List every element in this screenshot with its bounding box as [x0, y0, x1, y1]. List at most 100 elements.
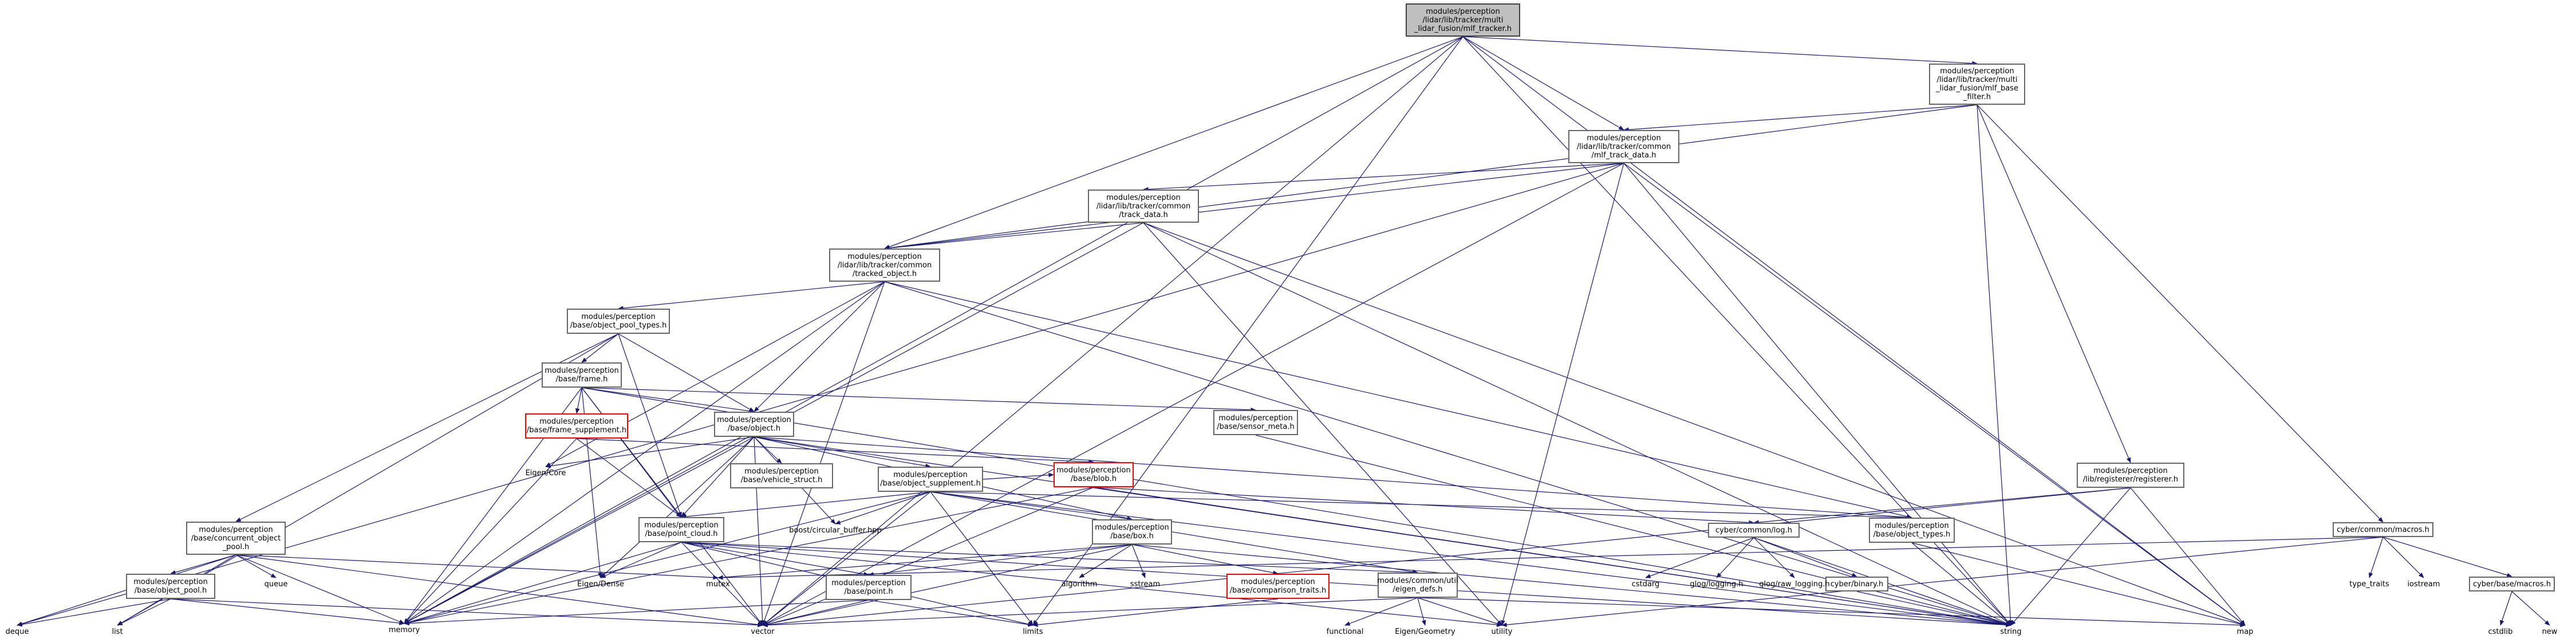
edge-object-to-point-cloud — [681, 436, 755, 518]
node-string: string — [2000, 627, 2022, 636]
node-macros[interactable]: cyber/common/macros.h — [2333, 522, 2433, 537]
edge-log-to-cstdarg — [1645, 537, 1754, 578]
edge-object-to-object-types — [754, 436, 1912, 520]
node-vector: vector — [751, 627, 775, 636]
edge-mlf-base-filter-to-macros — [1977, 104, 2384, 523]
node-object[interactable]: modules/perception /base/object.h — [714, 412, 794, 437]
edge-concurrent-object-pool-to-queue — [235, 554, 277, 578]
node-blob[interactable]: modules/perception /base/blob.h — [1054, 462, 1134, 487]
node-log[interactable]: cyber/common/log.h — [1708, 523, 1800, 538]
edge-mlf-track-data-to-track-data — [1143, 163, 1624, 192]
edge-log-to-glog-logging — [1716, 537, 1754, 578]
edge-object-types-to-string — [1911, 542, 2011, 626]
edge-object-supplement-to-string — [930, 491, 2011, 627]
edge-point-cloud-to-point — [681, 542, 869, 577]
edge-object-pool-types-to-object — [618, 333, 755, 412]
node-glog-raw-logging: glog/raw_logging.h — [1759, 579, 1830, 589]
node-point-cloud[interactable]: modules/perception /base/point_cloud.h — [638, 517, 724, 542]
node-circular-buffer: boost/circular_buffer.hpp — [789, 526, 882, 535]
edge-object-supplement-to-box — [930, 491, 1133, 521]
edge-registerer-to-log — [1753, 487, 2131, 525]
edge-mlf-track-data-to-utility — [1501, 163, 1624, 626]
node-tracked-object[interactable]: modules/perception /lidar/lib/tracker/co… — [829, 248, 940, 282]
node-object-pool[interactable]: modules/perception /base/object_pool.h — [126, 574, 215, 599]
edge-point-to-limits — [868, 599, 1033, 627]
node-comparison-traits[interactable]: modules/perception /base/comparison_trai… — [1226, 574, 1330, 599]
node-list: list — [112, 627, 123, 636]
node-sensor-meta[interactable]: modules/perception /base/sensor_meta.h — [1213, 410, 1298, 435]
edge-box-to-vector — [762, 544, 1133, 626]
node-track-data[interactable]: modules/perception /lidar/lib/tracker/co… — [1088, 190, 1199, 223]
node-point[interactable]: modules/perception /base/point.h — [826, 575, 912, 600]
node-utility: utility — [1491, 627, 1513, 636]
edge-object-supplement-to-circular-buffer — [835, 491, 931, 524]
node-object-supplement[interactable]: modules/perception /base/object_suppleme… — [878, 467, 983, 492]
node-queue: queue — [264, 579, 288, 589]
edge-layer — [17, 36, 2550, 628]
node-deque: deque — [5, 627, 29, 636]
edge-object-supplement-to-vector — [762, 491, 931, 626]
edge-frame-supplement-to-memory — [404, 438, 577, 624]
edge-mlf-track-data-to-string — [1623, 163, 2011, 626]
edge-track-data-to-utility — [1143, 222, 1502, 626]
edge-root-to-mlf-track-data — [1462, 36, 1624, 131]
edge-mlf-base-filter-to-tracked-object — [884, 104, 1978, 250]
edge-object-to-eigen-dense — [600, 436, 755, 578]
edge-log-to-binary — [1753, 537, 1857, 577]
edge-registerer-to-string — [2010, 487, 2131, 626]
edge-box-to-point — [868, 544, 1133, 577]
edge-object-pool-to-deque — [17, 598, 171, 627]
edge-tracked-object-to-string — [884, 281, 2011, 626]
edge-object-pool-types-to-point-cloud — [618, 333, 682, 518]
edge-point-to-memory — [404, 599, 869, 626]
node-frame[interactable]: modules/perception /base/frame.h — [542, 362, 622, 388]
node-base-macros[interactable]: cyber/base/macros.h — [2469, 577, 2555, 591]
node-frame-supplement[interactable]: modules/perception /base/frame_supplemen… — [525, 413, 628, 439]
edge-box-to-comparison-traits — [1131, 544, 1279, 575]
node-vehicle-struct[interactable]: modules/perception /base/vehicle_struct.… — [730, 463, 833, 488]
edge-mlf-track-data-to-tracked-object — [884, 163, 1624, 250]
edge-concurrent-object-pool-to-mutex — [235, 554, 719, 580]
node-mlf-track-data[interactable]: modules/perception /lidar/lib/tracker/co… — [1568, 130, 1679, 163]
edge-eigen-defs-to-vector — [762, 597, 1418, 628]
node-eigen-defs[interactable]: modules/common/util /eigen_defs.h — [1377, 573, 1458, 598]
node-root[interactable]: modules/perception /lidar/lib/tracker/mu… — [1406, 3, 1520, 37]
edge-mlf-track-data-to-vector — [762, 163, 1624, 626]
edge-registerer-to-vector — [762, 487, 2131, 627]
node-mutex: mutex — [706, 579, 730, 589]
edge-sensor-meta-to-string — [1255, 435, 2011, 626]
edge-base-macros-to-cstdlib — [2500, 591, 2512, 626]
edge-object-pool-to-list — [117, 598, 171, 626]
edge-frame-to-string — [581, 387, 2011, 627]
node-binary[interactable]: cyber/binary.h — [1825, 577, 1888, 591]
edge-root-to-memory — [404, 36, 1463, 624]
edge-frame-to-object — [581, 387, 755, 413]
node-iostream: iostream — [2407, 579, 2440, 589]
node-object-pool-types[interactable]: modules/perception /base/object_pool_typ… — [567, 309, 670, 334]
edge-object-pool-types-to-frame — [581, 333, 619, 363]
edge-root-to-tracked-object — [884, 36, 1463, 249]
node-sstream: sstream — [1130, 579, 1161, 589]
edge-macros-to-type-traits — [2369, 537, 2384, 578]
edge-eigen-defs-to-map — [1417, 597, 2246, 628]
edge-macros-to-iostream — [2382, 537, 2424, 578]
node-type-traits: type_traits — [2349, 579, 2389, 589]
node-box[interactable]: modules/perception /base/box.h — [1092, 519, 1172, 545]
node-memory: memory — [388, 625, 420, 634]
edge-frame-supplement-to-point-cloud — [576, 438, 682, 518]
node-mlf-base-filter[interactable]: modules/perception /lidar/lib/tracker/mu… — [1929, 64, 2025, 105]
edge-binary-to-string — [1856, 591, 2011, 626]
node-registerer[interactable]: modules/perception /lib/registerer/regis… — [2077, 463, 2184, 488]
edge-tracked-object-to-object-pool-types — [618, 281, 885, 310]
node-concurrent-object-pool[interactable]: modules/perception /base/concurrent_obje… — [186, 522, 286, 555]
edge-frame-to-frame-supplement — [575, 387, 582, 414]
edge-point-cloud-to-eigen-defs — [681, 542, 1418, 575]
node-new: new — [2542, 627, 2558, 636]
edge-mlf-base-filter-to-string — [1977, 104, 2013, 626]
edge-base-macros-to-new — [2511, 591, 2550, 626]
edge-frame-to-sensor-meta — [581, 387, 1256, 412]
edge-root-to-vector — [762, 36, 1463, 626]
edge-eigen-defs-to-eigen-geometry — [1417, 597, 1426, 626]
edge-point-cloud-to-memory — [404, 542, 682, 625]
node-object-types[interactable]: modules/perception /base/object_types.h — [1869, 518, 1955, 543]
